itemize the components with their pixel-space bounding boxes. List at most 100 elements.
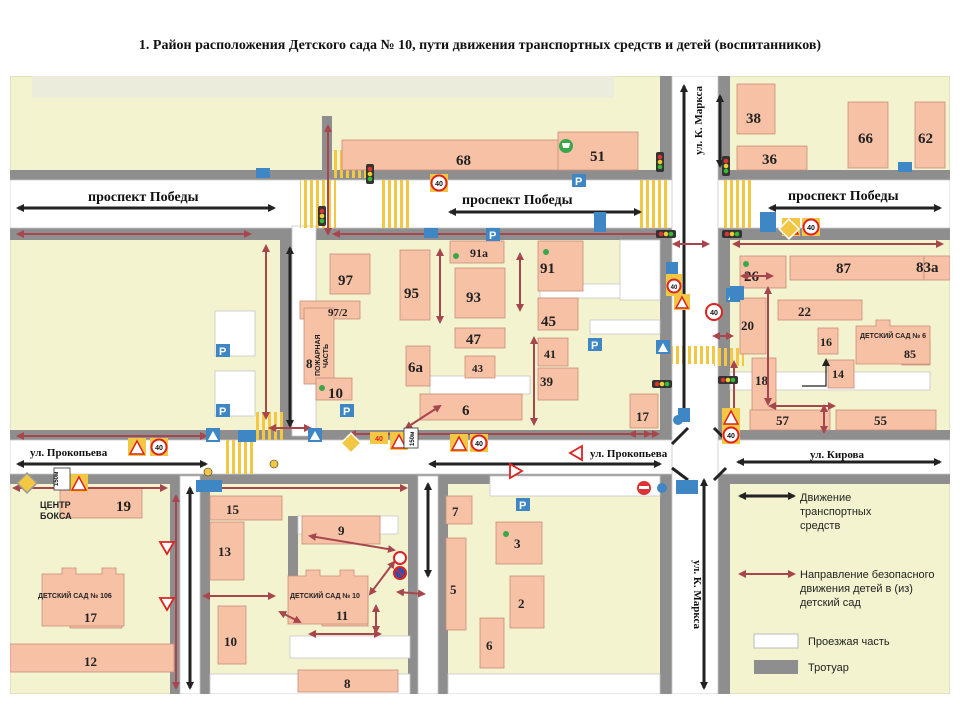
traffic-light-icon — [318, 206, 326, 226]
parking-signs: P P P P P P P — [216, 174, 602, 512]
building-83a: 83а — [916, 260, 939, 276]
svg-text:40: 40 — [435, 181, 443, 188]
building-55: 55 — [874, 413, 888, 428]
svg-text:40: 40 — [375, 436, 383, 443]
lane-sign-icon — [196, 480, 222, 492]
building-10-top: 10 — [328, 386, 343, 402]
building-14: 14 — [832, 367, 844, 381]
parking-sign-icon: P — [516, 498, 530, 512]
speed-limit-40-icon: 40 — [150, 438, 168, 456]
district-map: 38 36 66 62 68 51 91а 91 26 87 83а 97 97… — [10, 76, 950, 694]
street-label-pobedy-center: проспект Победы — [462, 193, 573, 208]
street-label-marksa-north: ул. К. Маркса — [693, 86, 705, 155]
building-41: 41 — [544, 347, 556, 361]
lane-sign-icon — [676, 480, 698, 494]
lane-sign-icon: 150м — [403, 427, 419, 449]
svg-text:P: P — [219, 406, 226, 418]
bus-stop-icon — [203, 467, 213, 477]
street-label-pobedy-west: проспект Победы — [88, 190, 199, 205]
info-sign-icon — [657, 483, 667, 493]
marker-dot-icon — [319, 385, 325, 391]
fire-station-label-1: ПОЖАРНАЯ — [315, 334, 322, 376]
svg-text:P: P — [519, 500, 526, 512]
building-91a: 91а — [470, 246, 488, 260]
no-entry-sign-icon — [637, 481, 651, 495]
building-38: 38 — [746, 111, 761, 127]
building-18: 18 — [755, 373, 769, 388]
svg-text:40: 40 — [807, 225, 815, 232]
building-66: 66 — [858, 131, 874, 147]
buildings: 38 36 66 62 68 51 91а 91 26 87 83а 97 97… — [10, 83, 950, 693]
parking-sign-icon: P — [216, 404, 230, 418]
building-17-top: 17 — [636, 409, 650, 424]
marker-dot-icon — [503, 531, 509, 537]
svg-text:P: P — [343, 406, 350, 418]
building-16: 16 — [820, 335, 832, 349]
legend-children-3: детский сад — [800, 597, 861, 609]
building-95: 95 — [404, 286, 419, 302]
info-sign-icon — [673, 415, 683, 425]
building-57: 57 — [776, 413, 790, 428]
svg-text:P: P — [489, 230, 496, 242]
yield-sign-icon — [509, 462, 524, 480]
legend-vehicles-1: Движение — [800, 492, 851, 504]
fire-station-label-2: ЧАСТЬ — [323, 344, 330, 368]
legend-roadway: Проезжая часть — [808, 636, 890, 648]
boxing-center-label-1: ЦЕНТР — [40, 500, 71, 510]
yield-sign-icon — [158, 541, 176, 556]
svg-text:40: 40 — [710, 310, 718, 317]
marker-dot-icon — [453, 253, 459, 259]
children-warning-icon — [722, 408, 740, 426]
building-9: 9 — [338, 523, 345, 538]
svg-text:P: P — [591, 340, 598, 352]
crosswalk-sign-icon — [424, 228, 438, 238]
building-8: 8 — [306, 356, 313, 371]
boxing-center-label-2: БОКСА — [40, 511, 72, 521]
legend-children-2: движения детей в (из) — [800, 583, 913, 595]
building-93: 93 — [466, 290, 481, 306]
traffic-light-icon — [656, 230, 676, 238]
building-91: 91 — [540, 261, 555, 277]
no-stopping-sign-icon — [393, 551, 407, 580]
traffic-light-icon — [722, 230, 742, 238]
kindergarten-6-label: ДЕТСКИЙ САД № 6 — [860, 331, 926, 340]
crosswalk-sign-icon — [308, 428, 322, 442]
marker-dot-icon — [743, 261, 749, 267]
building-6a: 6а — [408, 360, 424, 376]
building-97: 97 — [338, 273, 354, 289]
marker-dot-icon — [543, 249, 549, 255]
legend: Движение транспортных средств Направлени… — [738, 492, 935, 674]
kindergarten-106-label: ДЕТСКИЙ САД № 106 — [38, 591, 112, 600]
building-43: 43 — [472, 363, 484, 375]
building-11: 11 — [336, 608, 348, 623]
legend-children-1: Направление безопасного — [800, 569, 935, 581]
svg-text:150м: 150м — [410, 431, 416, 446]
building-51: 51 — [590, 149, 605, 165]
yield-sign-icon — [568, 444, 583, 462]
building-7: 7 — [452, 504, 459, 519]
crosswalk-sign-icon — [656, 340, 670, 354]
street-label-marksa-south: ул. К. Маркса — [691, 560, 703, 629]
building-22: 22 — [798, 304, 811, 319]
parking-sign-icon: P — [588, 338, 602, 352]
speed-limit-40-icon: 40 — [802, 218, 820, 236]
building-10-bottom: 10 — [224, 634, 237, 649]
main-road-diamond-icon — [340, 432, 362, 454]
children-warning-icon — [390, 432, 408, 450]
building-2: 2 — [518, 596, 525, 611]
page-title: 1. Район расположения Детского сада № 10… — [138, 38, 822, 53]
street-label-prokopeva-east: ул. Прокопьева — [590, 448, 668, 460]
speed-limit-40-icon: 40 — [370, 432, 388, 444]
lane-sign-icon — [666, 262, 678, 274]
lane-sign-icon — [594, 212, 606, 232]
warning-signs: 150м 150м — [16, 162, 912, 612]
entrance-arrow — [802, 358, 830, 387]
kindergarten-10-label: ДЕТСКИЙ САД № 10 — [290, 591, 360, 600]
svg-text:P: P — [575, 176, 582, 188]
building-19: 19 — [116, 499, 131, 515]
street-label-pobedy-east: проспект Победы — [788, 189, 899, 204]
svg-text:40: 40 — [475, 441, 483, 448]
crosswalk-sign-icon — [256, 168, 270, 178]
speed-limit-40-icon: 40 — [705, 303, 723, 321]
legend-vehicles-3: средств — [800, 520, 840, 532]
